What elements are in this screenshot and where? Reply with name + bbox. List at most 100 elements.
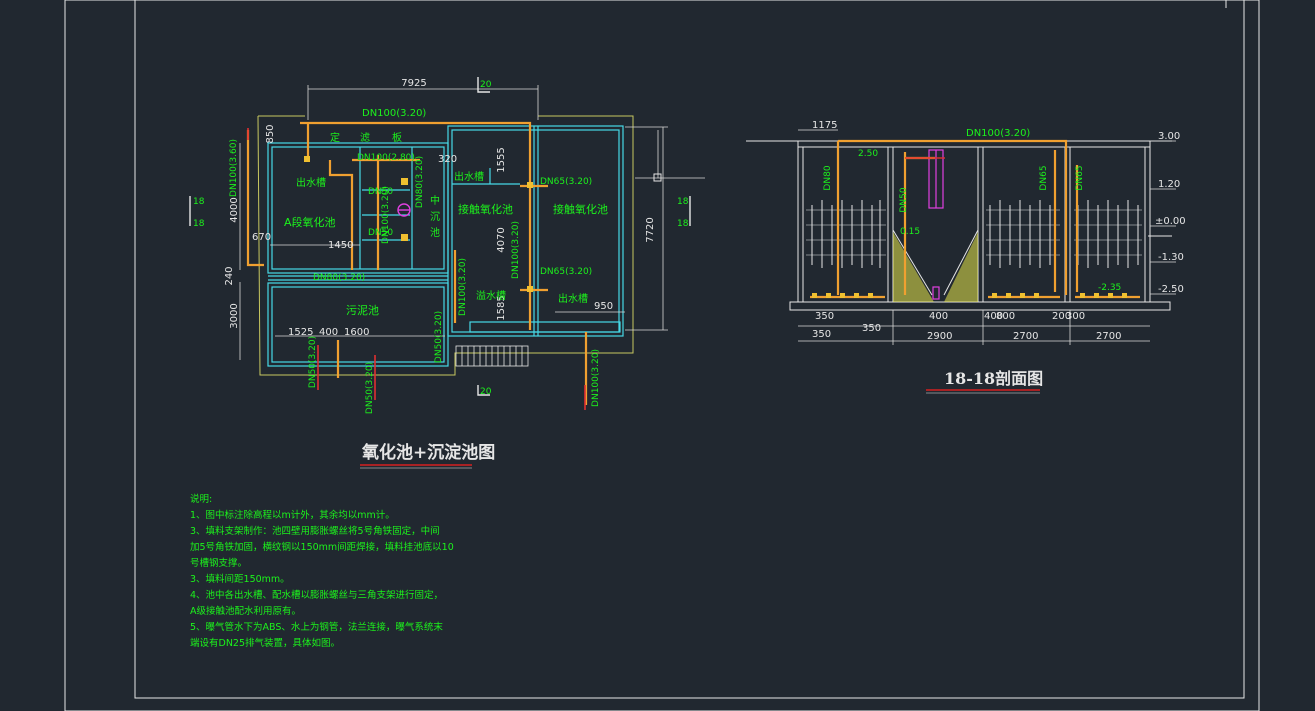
label-top-b: 滤 — [360, 131, 370, 144]
plan-section-marks — [189, 77, 691, 396]
pipe-dn80-2: DN80(3.20) — [415, 156, 425, 208]
label-side-b: 沉 — [430, 210, 440, 223]
mark-right: 18 — [677, 197, 689, 207]
label-contact-1: 接触氧化池 — [458, 202, 513, 216]
mark-bottom: 20 — [480, 387, 492, 397]
dim-bottom-left: 350 — [812, 329, 831, 340]
dim-240: 240 — [224, 266, 235, 285]
pipe-dn100-v1: DN100(3.20) — [381, 186, 391, 244]
notes-line-7: A级接触池配水利用原有。 — [190, 605, 301, 617]
label-outlet-trough-2: 出水槽 — [558, 292, 588, 305]
label-contact-2: 接触氧化池 — [553, 202, 608, 216]
dim-850: 850 — [265, 124, 276, 143]
plan-view: 7925 7720 4000 3000 240 670 1450 1525 40… — [189, 77, 705, 469]
pipe-dn100-mid: DN100(2.80) — [357, 153, 415, 163]
notes-line-9: 端设有DN25排气装置，具体如图。 — [190, 637, 340, 649]
valve-icon — [397, 203, 411, 217]
section-dimension-lines — [798, 129, 1176, 345]
dim-1525: 1525 — [288, 327, 313, 338]
notes-line-5: 3、填料间距150mm。 — [190, 573, 290, 585]
filler-rows — [806, 209, 1142, 256]
pipe-dn50-1: DN50 — [368, 187, 393, 197]
plan-pipes-red — [247, 128, 586, 410]
plan-node-marker — [653, 173, 662, 182]
label-top-a: 定 — [330, 131, 340, 144]
pipe-dn80-1: DN80(3.20) — [313, 273, 365, 283]
label-tank-a: A段氧化池 — [284, 215, 336, 229]
pipe-dn100-v2: DN100(3.20) — [511, 221, 521, 279]
dim-bottom-6: 200 — [1052, 311, 1071, 322]
hopper-hatch — [893, 232, 978, 302]
dim-1600: 1600 — [344, 327, 369, 338]
dim-bottom-2: 350 — [862, 323, 881, 334]
dim-total-3: 2700 — [1096, 331, 1121, 342]
mark-left-2: 18 — [193, 219, 205, 229]
dim-bottom-4: 400 — [984, 311, 1003, 322]
dim-bottom-7: 300 — [1066, 311, 1085, 322]
label-overflow: 溢水槽 — [476, 289, 506, 302]
dim-4000: 4000 — [229, 197, 240, 222]
label-side-c: 池 — [430, 226, 440, 239]
dim-bottom-3: 400 — [929, 311, 948, 322]
pipe-dn100-v3: DN100(3.20) — [458, 258, 468, 316]
pipe-dn50-b2: DN50(3.20) — [365, 362, 375, 414]
center-pipe-icon — [928, 149, 944, 300]
label-outlet-trough-1: 出水槽 — [296, 176, 326, 189]
label-side-a: 中 — [430, 194, 440, 207]
label-sludge: 污泥池 — [346, 304, 379, 317]
notes-block: 说明: 1、图中标注除高程以m计外，其余均以mm计。 3、填料支架制作：池四壁用… — [190, 493, 454, 649]
notes-line-8: 5、曝气管水下为ABS、水上为钢管，法兰连接，曝气系统末 — [190, 621, 443, 633]
sec-level-1: 2.50 — [858, 149, 878, 159]
sec-pipe-dn65-1: DN65 — [1039, 165, 1049, 190]
notes-line-2: 3、填料支架制作：池四壁用膨胀螺丝将5号角铁固定，中间 — [190, 525, 440, 537]
dim-bottom-5: 800 — [996, 311, 1015, 322]
pipe-dn100-b: DN100(3.20) — [591, 349, 601, 407]
dim-950: 950 — [594, 301, 613, 312]
pipe-dn50-2: DN50 — [368, 228, 393, 238]
dim-4070: 4070 — [496, 227, 507, 252]
diffuser-icon — [812, 293, 1127, 298]
notes-line-3: 加5号角铁加固，横纹钢以150mm间距焊接，填料挂池底以10 — [190, 541, 454, 553]
elev-0-00: ±0.00 — [1155, 216, 1186, 227]
sec-pipe-dn80: DN80 — [823, 165, 833, 190]
dim-400: 400 — [319, 327, 338, 338]
section-title: 18-18剖面图 — [944, 369, 1043, 388]
sec-level-3: -2.35 — [1098, 283, 1121, 293]
mark-left: 18 — [193, 197, 205, 207]
drawing-frame — [64, 0, 1260, 711]
pipe-dn65-2: DN65(3.20) — [540, 267, 592, 277]
label-top-c: 板 — [392, 131, 402, 144]
dim-670: 670 — [252, 232, 271, 243]
elev-3-00: 3.00 — [1158, 131, 1180, 142]
dim-bottom-1: 350 — [815, 311, 834, 322]
dim-3000: 3000 — [229, 303, 240, 328]
section-view: 1175 3.00 1.20 ±0.00 -1.30 -2.50 350 350… — [746, 120, 1186, 394]
dim-depth: 7720 — [645, 217, 656, 242]
dim-1175: 1175 — [812, 120, 837, 131]
dim-1555: 1555 — [496, 147, 507, 172]
pipe-dn100-top: DN100(3.20) — [362, 108, 426, 119]
dim-320: 320 — [438, 154, 457, 165]
sec-pipe-dn50: DN50 — [899, 187, 909, 212]
plan-outline — [257, 115, 634, 376]
label-inlet-trough: 出水槽 — [454, 170, 484, 183]
dim-total-width: 7925 — [401, 78, 426, 89]
plan-dimension-lines — [239, 85, 705, 360]
notes-line-4: 号槽钢支撑。 — [190, 557, 247, 569]
pipe-dn50-b1: DN50(3.20) — [308, 336, 318, 388]
notes-heading: 说明: — [190, 493, 212, 505]
plan-stairs — [455, 345, 529, 367]
pipe-dn50-v: DN50(3.20) — [434, 311, 444, 363]
elev-neg-2-50: -2.50 — [1158, 284, 1184, 295]
dim-1585: 1585 — [496, 295, 507, 320]
elev-1-20: 1.20 — [1158, 179, 1180, 190]
plan-pipes — [246, 121, 588, 405]
pipe-dn65-1: DN65(3.20) — [540, 177, 592, 187]
elev-neg-1-30: -1.30 — [1158, 252, 1184, 263]
mark-top: 20 — [480, 80, 492, 90]
plan-walls — [267, 125, 624, 367]
dim-1450: 1450 — [328, 240, 353, 251]
notes-line-1: 1、图中标注除高程以m计外，其余均以mm计。 — [190, 509, 395, 521]
plan-title: 氧化池+沉淀池图 — [361, 442, 495, 463]
